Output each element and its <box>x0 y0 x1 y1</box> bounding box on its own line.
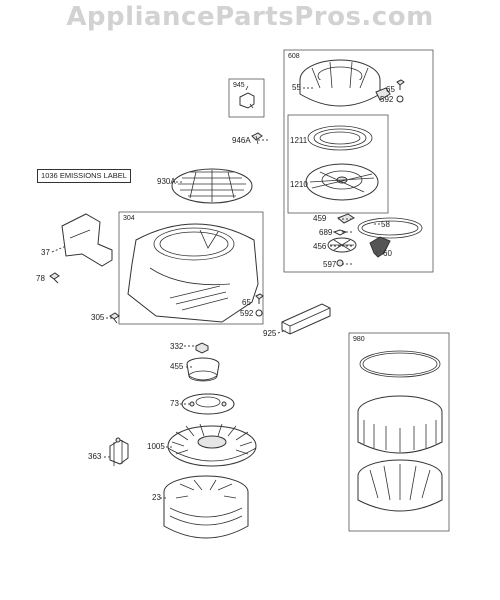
part-55-starter-housing <box>299 59 391 107</box>
part-363-bracket <box>109 437 129 466</box>
group-box-608 <box>283 49 434 273</box>
part-65-screw-lower <box>255 293 264 304</box>
label-925: 925 <box>263 329 277 338</box>
part-597-screw <box>336 259 344 267</box>
label-73: 73 <box>170 399 179 408</box>
label-37: 37 <box>41 248 50 257</box>
group-label-980: 980 <box>353 336 365 343</box>
part-946a-bolt <box>251 132 263 145</box>
label-689: 689 <box>319 228 333 237</box>
group-box-945 <box>228 78 265 118</box>
label-58: 58 <box>381 220 390 229</box>
label-65-upper: 65 <box>386 85 395 94</box>
part-1210-pulley <box>305 163 379 201</box>
group-label-945: 945 <box>233 82 245 89</box>
label-65-lower: 65 <box>242 298 251 307</box>
label-930a: 930A <box>157 177 176 186</box>
label-332: 332 <box>170 342 184 351</box>
part-304-blower-housing <box>127 223 259 323</box>
part-332-nut <box>195 342 209 354</box>
label-455: 455 <box>170 362 184 371</box>
part-945-bracket <box>239 85 255 109</box>
part-65-screw-upper <box>396 79 405 90</box>
group-box-304 <box>118 211 264 325</box>
label-1210: 1210 <box>290 180 308 189</box>
part-925-cover <box>281 303 331 335</box>
part-592-washer-upper <box>396 95 404 103</box>
part-1005-flywheel <box>167 423 257 467</box>
label-592-upper: 592 <box>380 95 394 104</box>
part-305-screw <box>109 312 120 324</box>
label-459: 459 <box>313 214 327 223</box>
label-1005: 1005 <box>147 442 165 451</box>
label-305: 305 <box>91 313 105 322</box>
part-930a-screen <box>171 168 253 204</box>
part-23-housing <box>163 475 249 539</box>
part-58-rope <box>357 217 423 239</box>
group-label-304: 304 <box>123 215 135 222</box>
part-592-washer-lower <box>255 309 263 317</box>
part-60-handle <box>369 236 391 258</box>
label-946a: 946A <box>232 136 251 145</box>
group-box-980 <box>348 332 450 532</box>
label-597: 597 <box>323 260 337 269</box>
group-box-1211-1210 <box>287 114 389 214</box>
watermark: AppliancePartsPros.com <box>66 2 434 32</box>
part-78-screw <box>49 272 60 284</box>
group-label-608: 608 <box>288 53 300 60</box>
label-592-lower: 592 <box>240 309 254 318</box>
label-55: 55 <box>292 83 301 92</box>
part-1211-spring <box>307 125 373 151</box>
part-456-dog <box>327 237 357 253</box>
part-980-air-filter <box>357 350 443 512</box>
label-60: 60 <box>383 249 392 258</box>
label-456: 456 <box>313 242 327 251</box>
label-363: 363 <box>88 452 102 461</box>
part-37-baffle <box>61 213 113 267</box>
part-689-spring <box>332 229 348 236</box>
label-1211: 1211 <box>290 136 308 145</box>
part-455-cup <box>186 357 220 382</box>
emissions-label-box: 1036 EMISSIONS LABEL <box>37 169 131 183</box>
label-78: 78 <box>36 274 45 283</box>
label-23: 23 <box>152 493 161 502</box>
